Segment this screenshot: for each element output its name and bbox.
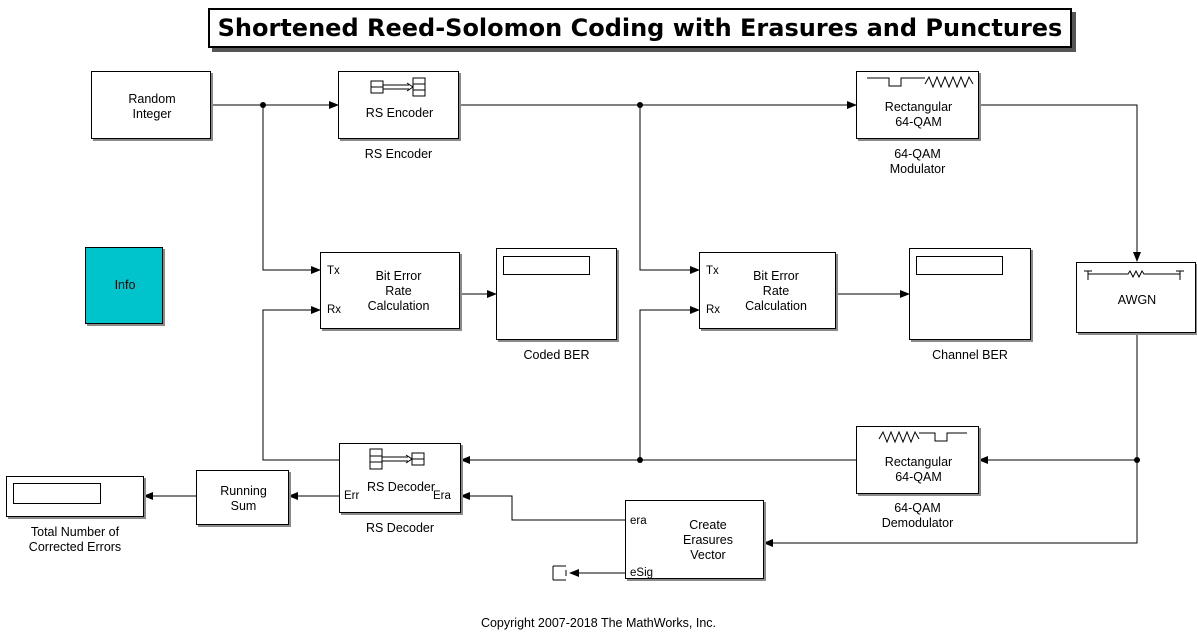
rs-encoder-caption: RS Encoder <box>364 147 433 161</box>
block-label: Running Sum <box>220 484 267 513</box>
port-era: era <box>630 515 647 527</box>
junction-dot <box>637 102 643 108</box>
diagram-title: Shortened Reed-Solomon Coding with Erasu… <box>208 8 1072 48</box>
coded-ber-calculation-block[interactable]: Tx Rx Bit Error Rate Calculation <box>320 252 460 329</box>
running-sum-block[interactable]: Running Sum <box>196 470 289 525</box>
block-label: Rectangular 64-QAM <box>884 100 953 129</box>
port-esig: eSig <box>630 567 654 579</box>
port-rx: Rx <box>327 304 342 316</box>
port-rx: Rx <box>706 304 721 316</box>
info-block[interactable]: Info <box>85 247 163 324</box>
line-source-to-coded-ber <box>262 105 321 274</box>
create-erasures-block[interactable]: era eSig Create Erasures Vector <box>625 500 764 579</box>
coded-ber-caption: Coded BER <box>523 348 590 362</box>
channel-ber-calculation-block[interactable]: Tx Rx Bit Error Rate Calculation <box>699 252 836 329</box>
terminator-icon <box>552 565 567 581</box>
block-label: Bit Error Rate Calculation <box>367 269 430 313</box>
channel-ber-caption: Channel BER <box>932 348 1008 362</box>
awgn-block[interactable]: AWGN <box>1076 262 1196 333</box>
block-label: Info <box>114 278 136 292</box>
channel-icon <box>1084 269 1184 280</box>
encoder-icon <box>370 77 426 97</box>
qam-modulator-block[interactable]: Rectangular 64-QAM <box>856 71 979 139</box>
total-errors-caption: Total Number of Corrected Errors <box>28 525 122 554</box>
line-modulator-to-awgn <box>979 104 1141 262</box>
block-label: Bit Error Rate Calculation <box>745 269 807 313</box>
block-label: AWGN <box>1117 293 1157 307</box>
decoder-icon <box>369 448 425 470</box>
port-err: Err <box>344 490 360 502</box>
coded-ber-display[interactable] <box>496 248 617 340</box>
qam-demodulator-caption: 64-QAM Demodulator <box>881 501 954 530</box>
rs-encoder-block[interactable]: RS Encoder <box>338 71 459 139</box>
block-label: RS Decoder <box>366 480 436 494</box>
copyright-text: Copyright 2007-2018 The MathWorks, Inc. <box>480 616 717 630</box>
line-awgn-to-erasures <box>763 460 1138 547</box>
display-screen <box>503 256 590 275</box>
line-erasures-to-decoder <box>460 492 625 521</box>
rs-decoder-block[interactable]: RS Decoder Err Era <box>339 443 461 513</box>
total-errors-display[interactable] <box>6 476 144 517</box>
waveform-icon <box>878 430 967 444</box>
junction-dot <box>260 102 266 108</box>
port-tx: Tx <box>706 265 719 277</box>
block-label: RS Encoder <box>365 106 434 120</box>
line-decoder-to-coded-ber <box>262 306 339 461</box>
line-demod-to-channel-ber <box>639 306 700 460</box>
line-encoder-to-channel-ber <box>639 105 700 274</box>
port-tx: Tx <box>327 265 340 277</box>
waveform-icon <box>867 75 974 89</box>
display-screen <box>916 256 1003 275</box>
random-integer-block[interactable]: Random Integer <box>91 71 211 139</box>
qam-modulator-caption: 64-QAM Modulator <box>889 147 946 176</box>
rs-decoder-caption: RS Decoder <box>365 521 435 535</box>
block-label: Create Erasures Vector <box>682 518 734 562</box>
channel-ber-display[interactable] <box>909 248 1031 340</box>
block-label: Rectangular 64-QAM <box>884 455 953 484</box>
junction-dot <box>1134 457 1140 463</box>
qam-demodulator-block[interactable]: Rectangular 64-QAM <box>856 426 979 494</box>
junction-dot <box>637 457 643 463</box>
block-label: Random Integer <box>128 92 176 121</box>
port-era: Era <box>433 490 451 502</box>
display-screen <box>13 483 101 504</box>
